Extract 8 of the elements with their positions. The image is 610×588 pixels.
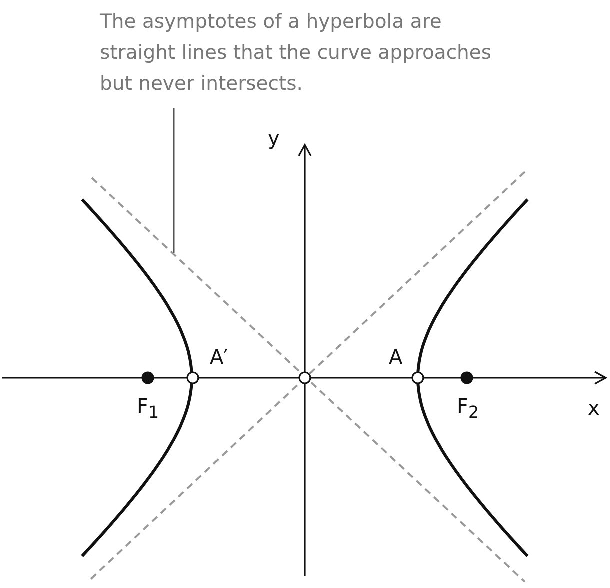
axis-label: y	[268, 128, 280, 148]
point-label: F$_{2}$	[457, 396, 480, 422]
point-label: F$_{1}$	[137, 396, 160, 422]
leader-line	[173, 108, 175, 254]
point-label: A′	[210, 347, 228, 367]
note-text: The asymptotes of a hyperbola are straight lines that the curve approaches but never intersects.	[100, 6, 510, 99]
point-label: A	[389, 347, 403, 367]
axis-label: x	[588, 398, 600, 418]
